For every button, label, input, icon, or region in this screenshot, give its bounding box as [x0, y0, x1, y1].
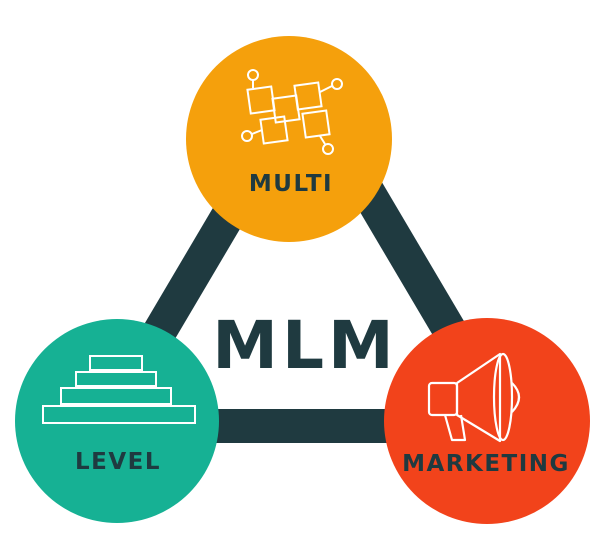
- level-circle: [15, 319, 219, 523]
- level-label: LEVEL: [75, 449, 161, 475]
- multi-circle: [186, 36, 392, 242]
- node-marketing: MARKETING: [384, 318, 590, 524]
- network-nodes-icon: [241, 69, 343, 155]
- center-title: MLM: [212, 307, 397, 384]
- multi-label: MULTI: [249, 171, 333, 197]
- pyramid-steps-icon: [42, 355, 196, 424]
- marketing-circle: [384, 318, 590, 524]
- node-level: LEVEL: [15, 319, 219, 523]
- node-multi: MULTI: [186, 36, 392, 242]
- marketing-label: MARKETING: [402, 451, 570, 477]
- megaphone-icon: [427, 352, 521, 443]
